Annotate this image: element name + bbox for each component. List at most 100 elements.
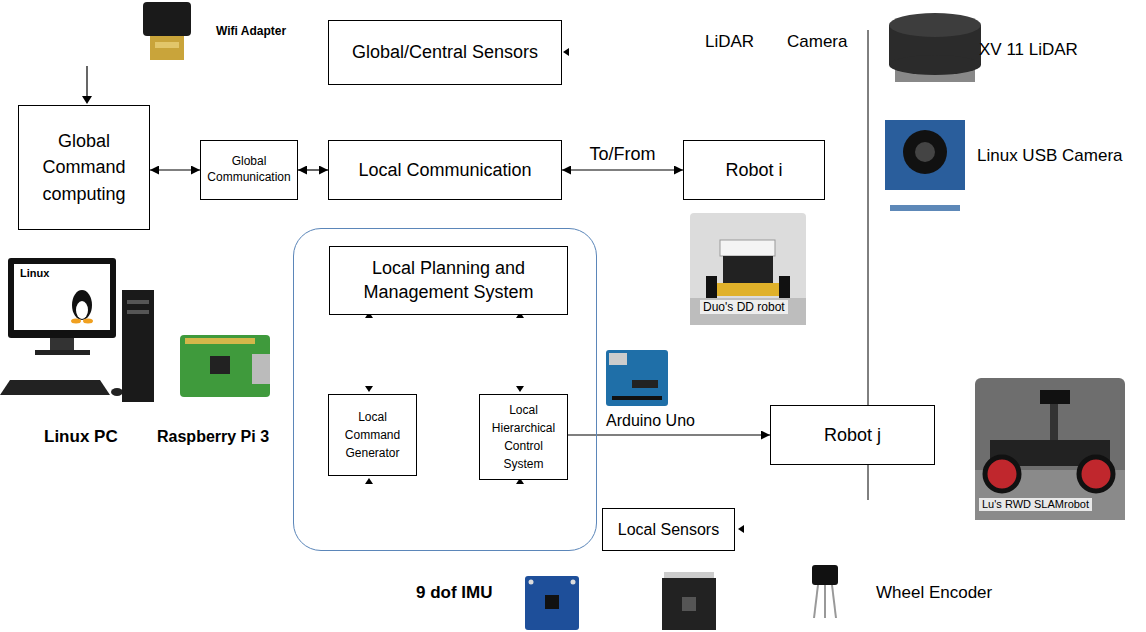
encoder-leg <box>814 585 818 618</box>
arduino-header <box>612 396 662 400</box>
adapter-body <box>143 2 191 36</box>
part-label: Raspberry Pi 3 <box>157 427 269 446</box>
process-box: Global/Central Sensors <box>328 20 562 85</box>
module-lens <box>682 597 696 611</box>
camera-tab <box>890 205 960 211</box>
process-box: Global Command computing <box>18 105 150 230</box>
part-label: Duo's DD robot <box>700 300 788 314</box>
lidar-bottom <box>889 55 981 75</box>
process-box: Local Sensors <box>602 508 735 551</box>
port-marker <box>365 386 373 392</box>
port-marker <box>563 48 569 56</box>
robot-wheel <box>1079 457 1113 491</box>
arduino-usb <box>609 353 627 365</box>
part-label: Wifi Adapter <box>216 24 286 38</box>
duo-robot-photo <box>690 213 806 325</box>
pi-board <box>180 335 270 397</box>
part-label: Linux PC <box>44 427 118 447</box>
robot-wheel <box>779 276 790 298</box>
robot-wheel <box>706 276 717 298</box>
camera-board <box>885 120 965 190</box>
arduino-icon <box>606 350 668 406</box>
node-label: Local Command Generator <box>333 408 412 462</box>
process-box: Local Planning and Management System <box>329 246 568 315</box>
linux-pc-icon <box>0 258 154 402</box>
encoder-leg <box>832 585 836 618</box>
wifi-arrow <box>82 66 92 104</box>
imu-chip <box>545 595 559 609</box>
keyboard <box>0 380 110 395</box>
wifi-adapter-icon <box>143 2 191 60</box>
raspberry-pi-icon <box>180 335 270 397</box>
process-box: Local Command Generator <box>328 394 417 476</box>
connector-arrow <box>568 434 770 435</box>
robot-chassis <box>715 283 781 296</box>
part-label: LiDAR <box>705 32 754 52</box>
drive-bay <box>127 310 149 314</box>
part-label: Camera <box>787 32 847 52</box>
imu-board <box>525 576 579 630</box>
ribbon-cable <box>664 572 714 578</box>
node-label: Robot i <box>725 159 782 182</box>
node-label: Robot j <box>824 424 881 447</box>
pi-header <box>185 338 255 344</box>
robot-top-plate <box>720 240 775 256</box>
node-label: Local Hierarchical Control System <box>484 401 563 473</box>
part-label: Wheel Encoder <box>876 583 992 603</box>
process-box: Local Communication <box>328 140 562 200</box>
group-region: Local Planning and Management SystemLoca… <box>293 228 597 551</box>
arduino-board <box>606 350 668 406</box>
connector-arrow <box>150 169 200 170</box>
pi-chip <box>210 356 230 374</box>
mouse <box>111 388 123 396</box>
photo-floor <box>690 298 806 325</box>
arduino-chip <box>632 380 658 388</box>
pi-usb <box>252 354 270 384</box>
wifi-arrowhead <box>82 96 92 104</box>
imu-hole <box>571 580 576 585</box>
imu-icon <box>525 576 579 630</box>
robot-wheel <box>985 457 1019 491</box>
photo-ground <box>690 213 806 325</box>
part-label: Arduino Uno <box>606 411 695 430</box>
port-marker <box>516 386 524 392</box>
process-box: Robot i <box>683 140 825 200</box>
wheel-encoder-icon <box>812 565 838 618</box>
penguin-foot <box>71 319 81 324</box>
process-box: Global Communication <box>200 140 298 200</box>
edge-label: To/From <box>587 144 657 166</box>
adapter-contact <box>155 42 179 48</box>
pc-tower <box>122 290 154 402</box>
node-label: Local Planning and Management System <box>338 257 559 304</box>
port-marker <box>738 525 744 533</box>
part-label: Linux <box>20 267 49 280</box>
drive-bay <box>127 300 149 304</box>
node-label: Global Communication <box>205 154 293 185</box>
robot-camera <box>1040 390 1070 404</box>
part-label: Linux USB Camera <box>977 146 1123 166</box>
penguin-foot <box>83 319 93 324</box>
monitor-frame <box>8 258 116 338</box>
node-label: Local Communication <box>358 159 531 182</box>
encoder-body <box>812 565 838 585</box>
adapter-plug <box>150 36 184 60</box>
penguin-body <box>72 290 92 320</box>
connector-arrow <box>562 169 683 170</box>
node-label: Global/Central Sensors <box>352 41 538 64</box>
robot-body <box>723 256 773 286</box>
monitor-stand <box>50 338 74 351</box>
connectors <box>150 170 770 435</box>
node-label: Local Sensors <box>618 520 719 540</box>
part-label: XV 11 LiDAR <box>979 40 1078 60</box>
imu-hole <box>529 580 534 585</box>
camera-glass <box>915 142 935 162</box>
monitor-screen <box>14 264 110 330</box>
part-label: 9 dof IMU <box>416 583 493 603</box>
part-label: Lu's RWD SLAMrobot <box>979 498 1092 511</box>
node-label: Global Command computing <box>27 128 141 206</box>
connector-arrow <box>298 169 328 170</box>
camera-lens <box>903 130 947 174</box>
